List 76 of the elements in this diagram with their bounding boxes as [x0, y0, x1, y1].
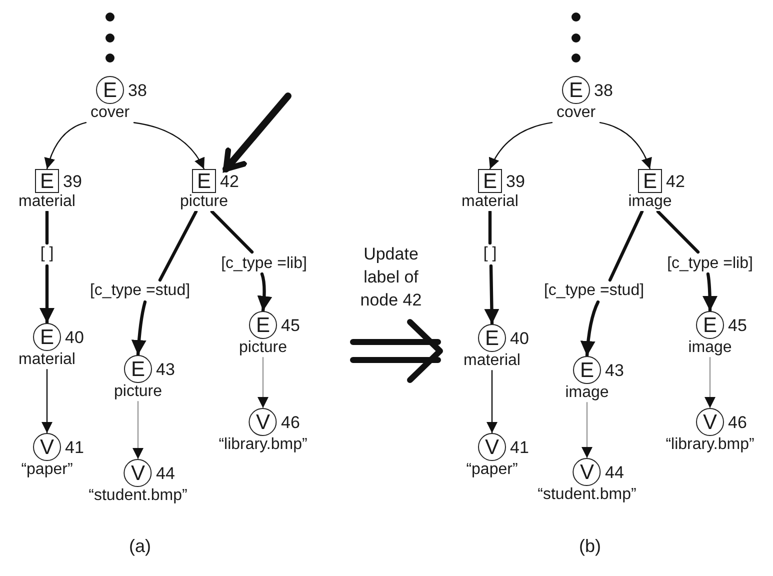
arrow [42, 369, 52, 434]
node-label: “paper” [465, 461, 519, 479]
panel-caption: (b) [578, 534, 602, 558]
node-square: E [478, 169, 502, 193]
node-number: 44 [155, 464, 175, 482]
arrow [40, 210, 54, 325]
node-label: “paper” [20, 461, 74, 479]
node-number: 46 [727, 414, 747, 430]
node-number: 45 [727, 316, 747, 334]
node-number: 38 [593, 82, 613, 98]
node-circle: V [478, 433, 506, 461]
arrow [489, 122, 553, 170]
arrow [580, 210, 644, 358]
node-number: 41 [64, 438, 84, 456]
node-label: “student.bmp” [536, 486, 638, 504]
node-number: 40 [64, 328, 84, 346]
node-label: “library.bmp” [664, 436, 756, 454]
edge-label: [ ] [483, 245, 497, 263]
node-label: picture [238, 339, 288, 357]
edge-label: [c_type =lib] [667, 255, 753, 273]
edge-label: [ ] [40, 245, 54, 263]
node-circle: E [33, 323, 61, 351]
node-number: 42 [665, 172, 685, 190]
node-square: E [35, 169, 59, 193]
node-number: 43 [155, 360, 175, 378]
node-label: picture [178, 193, 230, 211]
node-circle: E [478, 324, 506, 352]
arrow [210, 210, 272, 313]
node-circle: V [33, 433, 61, 461]
node-number: 40 [509, 330, 529, 346]
node-label: image [687, 339, 733, 357]
node-circle: E [249, 311, 277, 339]
edge-label: [c_type =stud] [544, 282, 644, 300]
node-label: “library.bmp” [218, 436, 308, 454]
arrow [486, 370, 498, 434]
node-number: 39 [62, 172, 82, 190]
node-number: 38 [127, 82, 147, 98]
node-circle: V [696, 408, 724, 436]
arrow [131, 210, 198, 357]
arrow [704, 357, 716, 409]
transform-note: Update label of node 42 [359, 244, 423, 312]
arrow [44, 122, 87, 170]
node-circle: E [573, 356, 601, 384]
arrow [582, 402, 592, 459]
node-number: 39 [505, 172, 525, 190]
arrow [484, 210, 500, 326]
node-circle: V [573, 458, 601, 486]
arrow [599, 122, 652, 170]
arrow [132, 401, 144, 460]
node-label: material [460, 193, 520, 211]
arrow [222, 92, 292, 172]
node-number: 42 [219, 172, 239, 190]
node-circle: E [562, 76, 590, 104]
arrow [258, 357, 268, 409]
node-square: E [192, 169, 216, 193]
node-label: “student.bmp” [88, 487, 188, 505]
node-circle: V [124, 459, 152, 487]
edge-label: [c_type =lib] [221, 255, 307, 273]
node-label: material [18, 193, 76, 211]
node-number: 45 [280, 316, 300, 334]
arrow [133, 122, 205, 170]
node-circle: E [96, 76, 124, 104]
node-circle: V [249, 408, 277, 436]
arrow [656, 210, 718, 313]
node-number: 44 [604, 464, 624, 480]
node-number: 43 [604, 362, 624, 378]
node-label: image [564, 384, 610, 402]
node-square: E [638, 169, 662, 193]
node-circle: E [696, 311, 724, 339]
node-number: 41 [509, 438, 529, 456]
node-circle: E [124, 355, 152, 383]
node-number: 46 [280, 414, 300, 430]
node-label: picture [112, 383, 164, 401]
edge-label: [c_type =stud] [90, 282, 190, 300]
node-label: image [627, 193, 673, 211]
panel-caption: (a) [128, 534, 152, 558]
